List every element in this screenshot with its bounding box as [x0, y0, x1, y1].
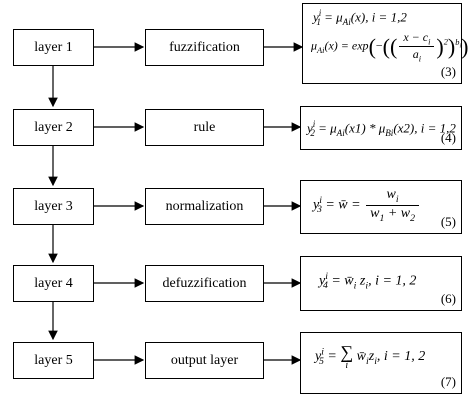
layer-1-box: layer 1 [13, 29, 94, 66]
equation-box-7: yi5 = ∑i w̄izi, i = 1, 2 (7) [300, 332, 462, 394]
layer-3-label: layer 3 [34, 198, 73, 214]
layer-5-label: layer 5 [34, 352, 73, 368]
process-box-defuzzification: defuzzification [145, 265, 264, 302]
layer-5-box: layer 5 [13, 342, 94, 379]
process-label-3: normalization [165, 198, 244, 214]
equation-number-7: (7) [440, 374, 456, 389]
layer-4-label: layer 4 [34, 275, 73, 291]
equation-box-6: yi4 = w̄i zi, i = 1, 2 (6) [300, 256, 462, 311]
process-label-2: rule [193, 119, 216, 135]
eq7-line: yi5 = ∑i w̄izi, i = 1, 2 [315, 342, 426, 371]
process-box-rule: rule [145, 109, 264, 146]
equation-box-3: yi1 = μAi(x), i = 1,2 μAi(x) = exp(−((x … [302, 3, 468, 84]
eq4-line: yi2 = μAi(x1) * μBi(x2), i = 1,2 [307, 119, 456, 138]
process-box-output-layer: output layer [145, 342, 264, 379]
process-box-fuzzification: fuzzification [145, 29, 264, 66]
equation-number-4: (4) [440, 130, 456, 145]
equation-box-4: yi2 = μAi(x1) * μBi(x2), i = 1,2 (4) [300, 106, 462, 150]
layer-4-box: layer 4 [13, 265, 94, 302]
eq6-line: yi4 = w̄i zi, i = 1, 2 [319, 271, 417, 292]
process-label-1: fuzzification [169, 39, 240, 55]
layer-3-box: layer 3 [13, 188, 94, 225]
process-box-normalization: normalization [145, 188, 264, 225]
equation-number-5: (5) [440, 214, 456, 229]
eq3-line1: yi1 = μAi(x), i = 1,2 [313, 8, 407, 27]
process-label-4: defuzzification [162, 275, 247, 291]
equation-number-6: (6) [440, 291, 456, 306]
layer-1-label: layer 1 [34, 39, 73, 55]
layer-2-box: layer 2 [13, 109, 94, 146]
process-label-5: output layer [170, 352, 239, 368]
layer-2-label: layer 2 [34, 119, 73, 135]
equation-number-3: (3) [440, 64, 456, 79]
